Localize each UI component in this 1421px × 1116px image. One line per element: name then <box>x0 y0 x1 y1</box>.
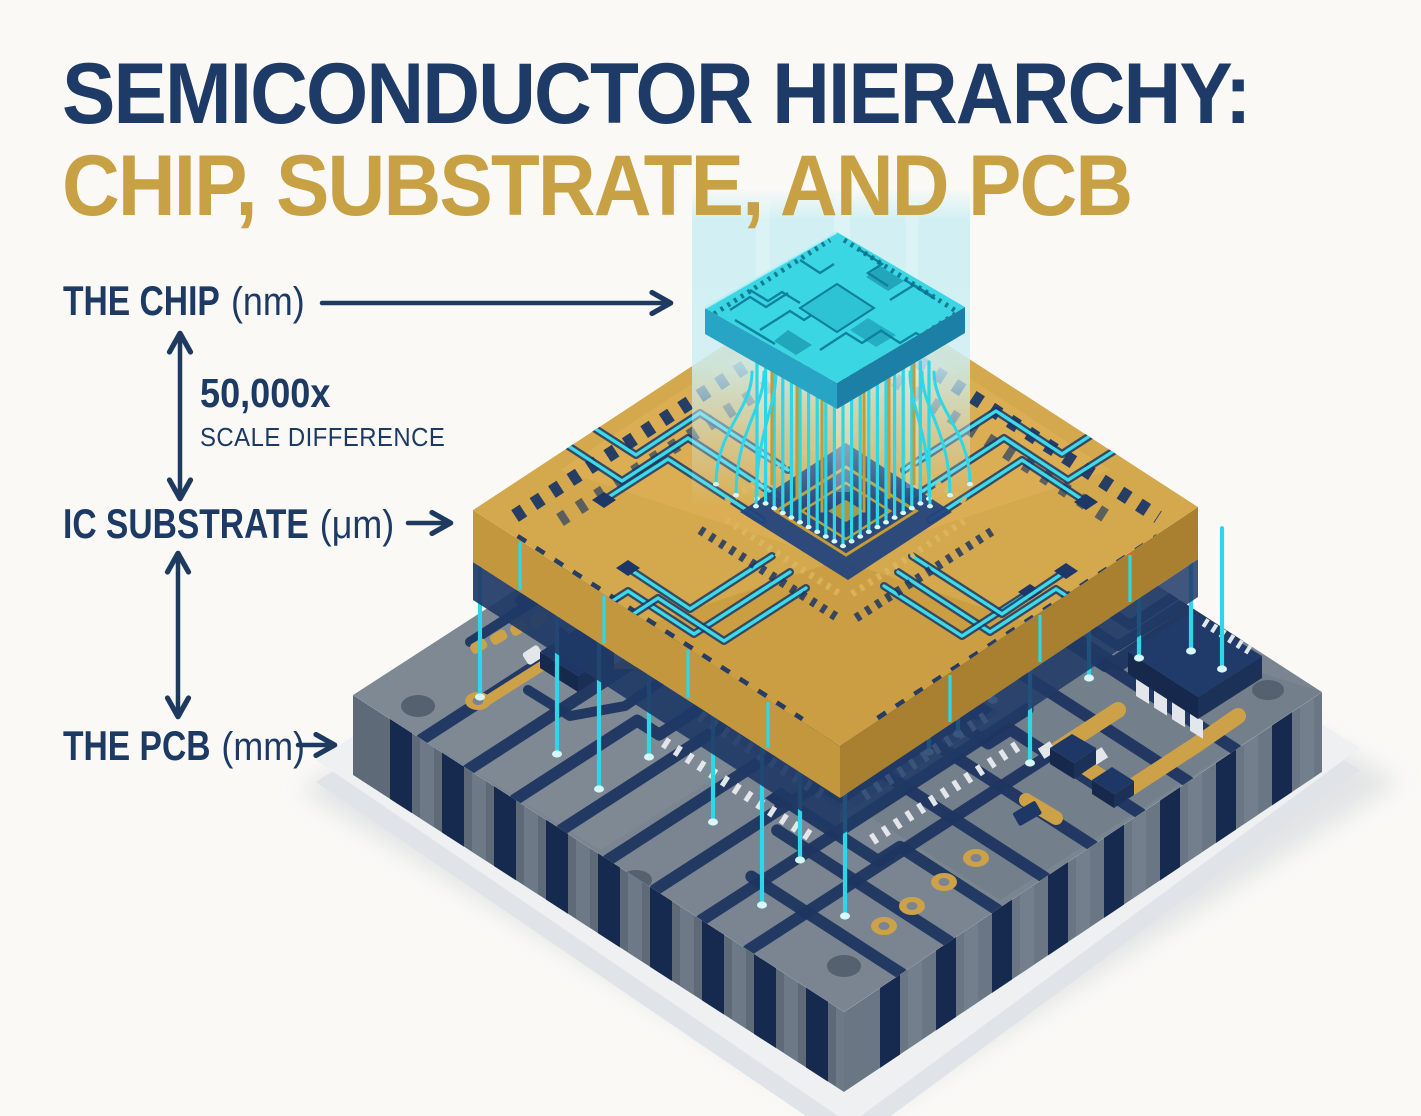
substrate-side-right <box>840 507 1198 798</box>
chip-bond-wires <box>713 360 973 549</box>
annotation-arrows <box>164 289 674 759</box>
substrate-label-name: IC SUBSTRATE <box>63 500 309 547</box>
title-line-1: SEMICONDUCTOR HIERARCHY: <box>62 46 1252 142</box>
pcb-label: THE PCB (mm) <box>63 722 305 770</box>
scale-difference-value: 50,000x <box>200 370 331 416</box>
smd-component-cluster <box>1012 734 1134 826</box>
substrate-label: IC SUBSTRATE (μm) <box>63 500 394 548</box>
scale-difference-note: 50,000x SCALE DIFFERENCE <box>200 370 467 453</box>
smd-component-soic <box>1128 612 1262 739</box>
chip-layer <box>704 230 965 409</box>
pcb-side-right <box>844 692 1322 1092</box>
substrate-side-left <box>473 510 840 798</box>
scale-difference-caption: SCALE DIFFERENCE <box>200 422 446 452</box>
chip-edge-glint <box>704 230 838 310</box>
substrate-side-wires <box>518 542 1132 748</box>
pcb-label-unit: (mm) <box>221 725 306 769</box>
pcb-side-left <box>353 695 844 1092</box>
pcb-label-name: THE PCB <box>63 722 211 769</box>
chip-side-right <box>837 307 965 409</box>
title-line-2: CHIP, SUBSTRATE, AND PCB <box>62 138 1133 234</box>
chip-label-name: THE CHIP <box>63 277 220 324</box>
chip-side-left <box>705 308 837 409</box>
chip-label-unit: (nm) <box>231 280 305 324</box>
chip-label: THE CHIP (nm) <box>63 277 305 325</box>
page-title: SEMICONDUCTOR HIERARCHY: CHIP, SUBSTRATE… <box>62 48 1339 232</box>
substrate-label-unit: (μm) <box>319 503 395 547</box>
